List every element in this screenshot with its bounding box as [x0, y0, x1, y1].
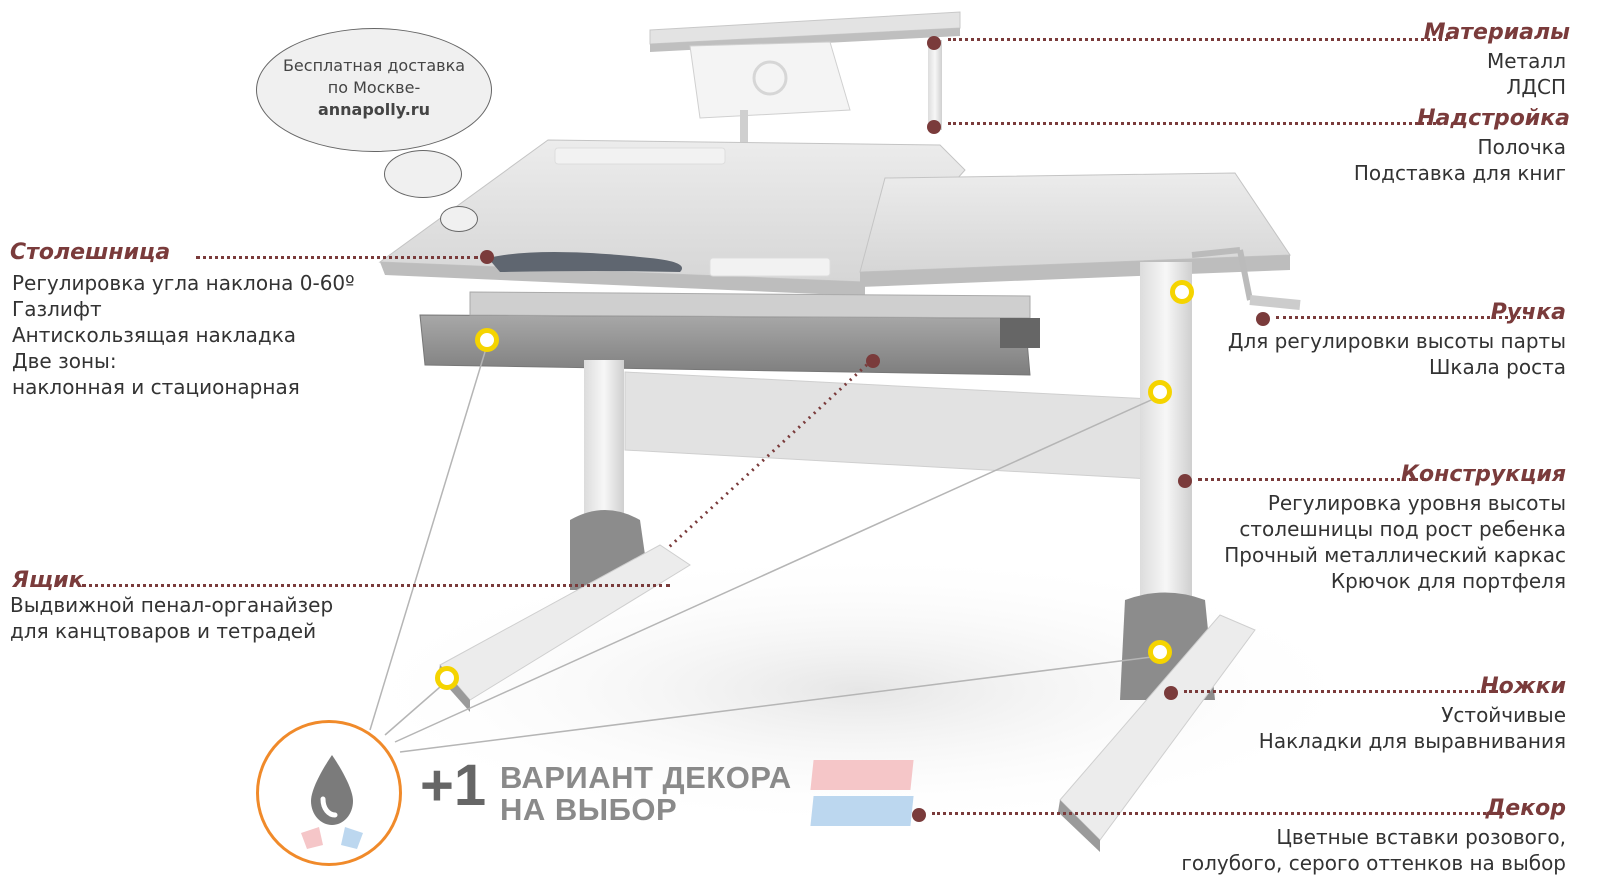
- plus-one-label: +1: [420, 753, 487, 818]
- anchor-dot-tabletop: [480, 250, 494, 264]
- tabletop-item: Две зоны:: [12, 349, 117, 373]
- construction-list: Регулировка уровня высоты столешницы под…: [1224, 490, 1566, 594]
- legs-title: Ножки: [1480, 674, 1566, 699]
- handle-title: Ручка: [1490, 300, 1566, 325]
- leader-legs: [1184, 690, 1504, 693]
- bubble-tail-small: [440, 206, 478, 232]
- handle-item: Для регулировки высоты парты: [1227, 329, 1566, 353]
- legs-item: Устойчивые: [1441, 703, 1566, 727]
- tabletop-item: Регулировка угла наклона 0-60º: [12, 271, 355, 295]
- materials-title: Материалы: [1423, 20, 1570, 45]
- leader-handle: [1276, 316, 1526, 319]
- drawer-item: Выдвижной пенал-органайзер: [10, 593, 334, 617]
- pink-swatch: [810, 760, 914, 790]
- decor-item: голубого, серого оттенков на выбор: [1181, 851, 1566, 875]
- decor-ring: [256, 720, 402, 866]
- anchor-dot-superstructure: [927, 120, 941, 134]
- tabletop-list: Регулировка угла наклона 0-60º Газлифт А…: [12, 270, 355, 400]
- drawer-title: Ящик: [12, 568, 84, 593]
- decor-variant-heading: ВАРИАНТ ДЕКОРА НА ВЫБОР: [500, 762, 792, 826]
- superstructure-item: Подставка для книг: [1353, 161, 1566, 185]
- bubble-line-2: по Москве-: [327, 78, 421, 97]
- tabletop-item: Антискользящая накладка: [12, 323, 297, 347]
- anchor-dot-materials: [927, 36, 941, 50]
- construction-item: столешницы под рост ребенка: [1239, 517, 1566, 541]
- anchor-dot-drawer: [866, 354, 880, 368]
- materials-item: Металл: [1486, 49, 1566, 73]
- leader-superstructure: [948, 122, 1436, 125]
- marker-dot-leg-ring: [1148, 380, 1172, 404]
- paint-drop-icon: [301, 755, 363, 849]
- leader-tabletop: [196, 256, 478, 259]
- decor-list: Цветные вставки розового, голубого, серо…: [1181, 824, 1566, 876]
- construction-item: Регулировка уровня высоты: [1267, 491, 1566, 515]
- anchor-dot-legs: [1164, 686, 1178, 700]
- drawer-list: Выдвижной пенал-органайзер для канцтовар…: [10, 592, 333, 644]
- delivery-bubble: Бесплатная доставка по Москве- annapolly…: [256, 28, 492, 152]
- anchor-dot-construction: [1178, 474, 1192, 488]
- leader-drawer: [82, 584, 670, 587]
- superstructure-item: Полочка: [1477, 135, 1566, 159]
- marker-dot-leg-left: [435, 666, 459, 690]
- legs-item: Накладки для выравнивания: [1258, 729, 1566, 753]
- decor-variant-line-2: НА ВЫБОР: [500, 792, 678, 827]
- decor-variant-line-1: ВАРИАНТ ДЕКОРА: [500, 760, 792, 795]
- marker-dot-handle: [1170, 280, 1194, 304]
- leader-construction: [1198, 478, 1426, 481]
- construction-item: Прочный металлический каркас: [1224, 543, 1566, 567]
- superstructure-list: Полочка Подставка для книг: [1354, 134, 1566, 186]
- leader-materials: [948, 38, 1448, 41]
- marker-dot-leg-right: [1148, 640, 1172, 664]
- decor-title: Декор: [1485, 796, 1566, 821]
- leader-decor: [932, 812, 1504, 815]
- marker-dot-drawer-left: [475, 328, 499, 352]
- construction-title: Конструкция: [1401, 462, 1566, 487]
- handle-item: Шкала роста: [1429, 355, 1566, 379]
- bubble-line-1: Бесплатная доставка: [282, 56, 466, 75]
- construction-item: Крючок для портфеля: [1330, 569, 1566, 593]
- decor-item: Цветные вставки розового,: [1276, 825, 1566, 849]
- blue-swatch: [810, 796, 914, 826]
- tabletop-item: наклонная и стационарная: [12, 375, 300, 399]
- handle-list: Для регулировки высоты парты Шкала роста: [1228, 328, 1566, 380]
- materials-item: ЛДСП: [1506, 75, 1566, 99]
- superstructure-title: Надстройка: [1417, 106, 1570, 131]
- bubble-site-link[interactable]: annapolly.ru: [317, 100, 431, 119]
- tabletop-item: Газлифт: [12, 297, 102, 321]
- anchor-dot-handle: [1256, 312, 1270, 326]
- materials-list: Металл ЛДСП: [1487, 48, 1566, 100]
- tabletop-title: Столешница: [10, 240, 171, 265]
- legs-list: Устойчивые Накладки для выравнивания: [1259, 702, 1566, 754]
- bubble-tail-large: [384, 150, 462, 198]
- anchor-dot-decor: [912, 808, 926, 822]
- drawer-item: для канцтоваров и тетрадей: [10, 619, 317, 643]
